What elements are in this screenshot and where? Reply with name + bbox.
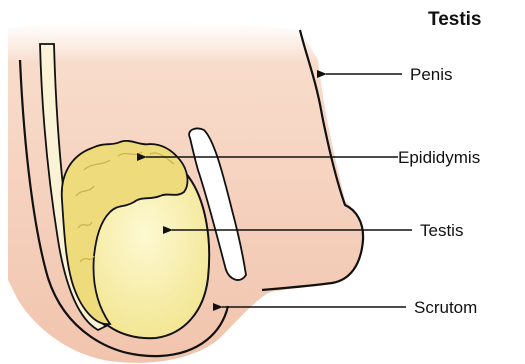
diagram-title: Testis <box>428 9 482 30</box>
penis-label: Penis <box>410 65 453 84</box>
epididymis-label: Epididymis <box>398 148 480 167</box>
scrotum-label: Scrutom <box>414 298 477 317</box>
testis-label: Testis <box>420 221 463 240</box>
